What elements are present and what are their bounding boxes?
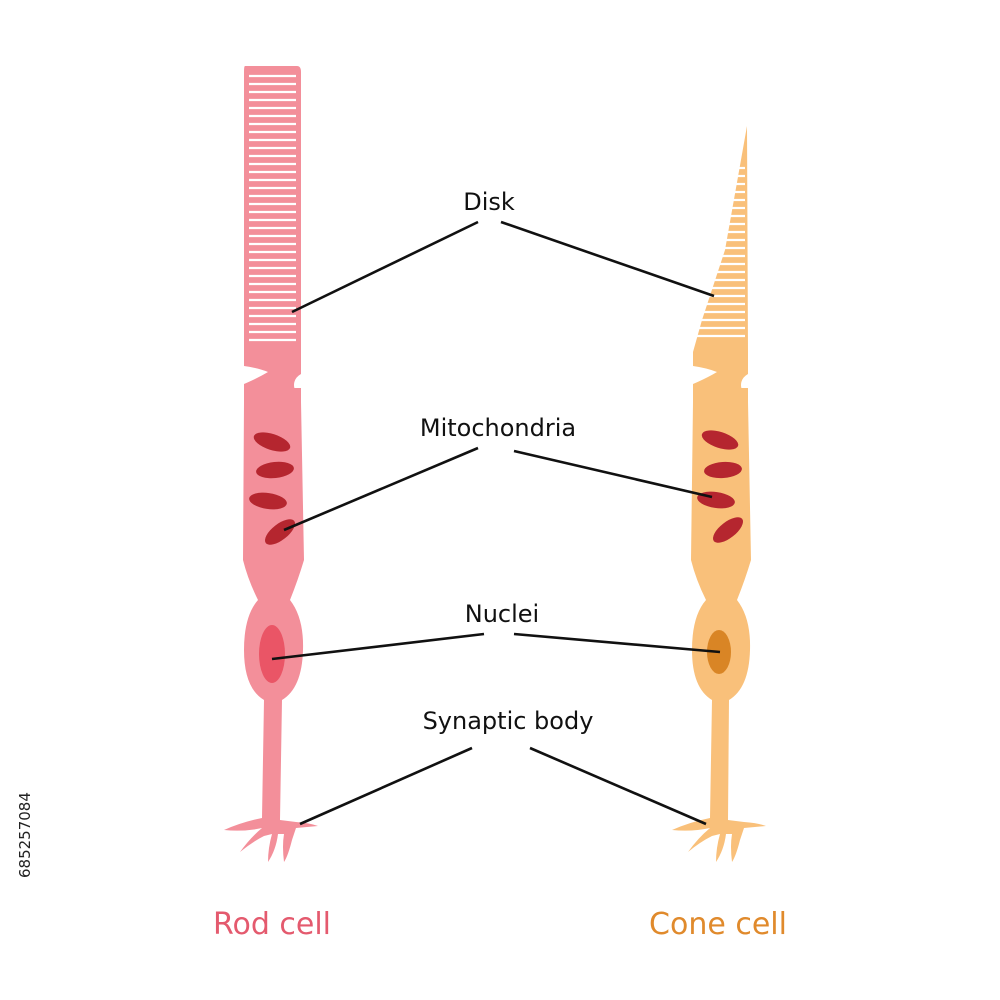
disk-leader-rod: [291, 220, 479, 314]
nuclei-leader-rod: [271, 632, 485, 661]
synaptic-body-leader-cone: [529, 746, 707, 826]
rod-mitochondria: [249, 432, 296, 545]
rod-disks: [249, 74, 296, 342]
caption-rod-cell: Rod cell: [213, 907, 331, 942]
rod-nucleus: [259, 625, 285, 683]
disk-leader-cone: [500, 220, 715, 298]
mitochondria-leader-rod: [283, 446, 479, 532]
label-disk: Disk: [463, 188, 515, 216]
cone-cell: [672, 126, 766, 862]
rod-inner-segment: [224, 388, 318, 862]
label-mitochondria: Mitochondria: [420, 414, 576, 442]
cone-disks: [697, 166, 745, 338]
caption-cone-cell: Cone cell: [649, 907, 787, 942]
label-synaptic-body: Synaptic body: [423, 707, 594, 735]
cone-cilium: [693, 352, 748, 396]
synaptic-body-leader-rod: [299, 746, 473, 826]
leader-lines: [271, 220, 721, 826]
rod-cilium: [244, 352, 301, 396]
mitochondria-leader-cone: [513, 449, 713, 499]
nuclei-leader-cone: [513, 632, 721, 654]
rod-cell: [224, 66, 318, 862]
rod-outer-segment: [244, 66, 301, 352]
label-nuclei: Nuclei: [465, 600, 539, 628]
stock-id: 685257084: [16, 792, 34, 878]
cone-inner-segment: [672, 388, 766, 862]
